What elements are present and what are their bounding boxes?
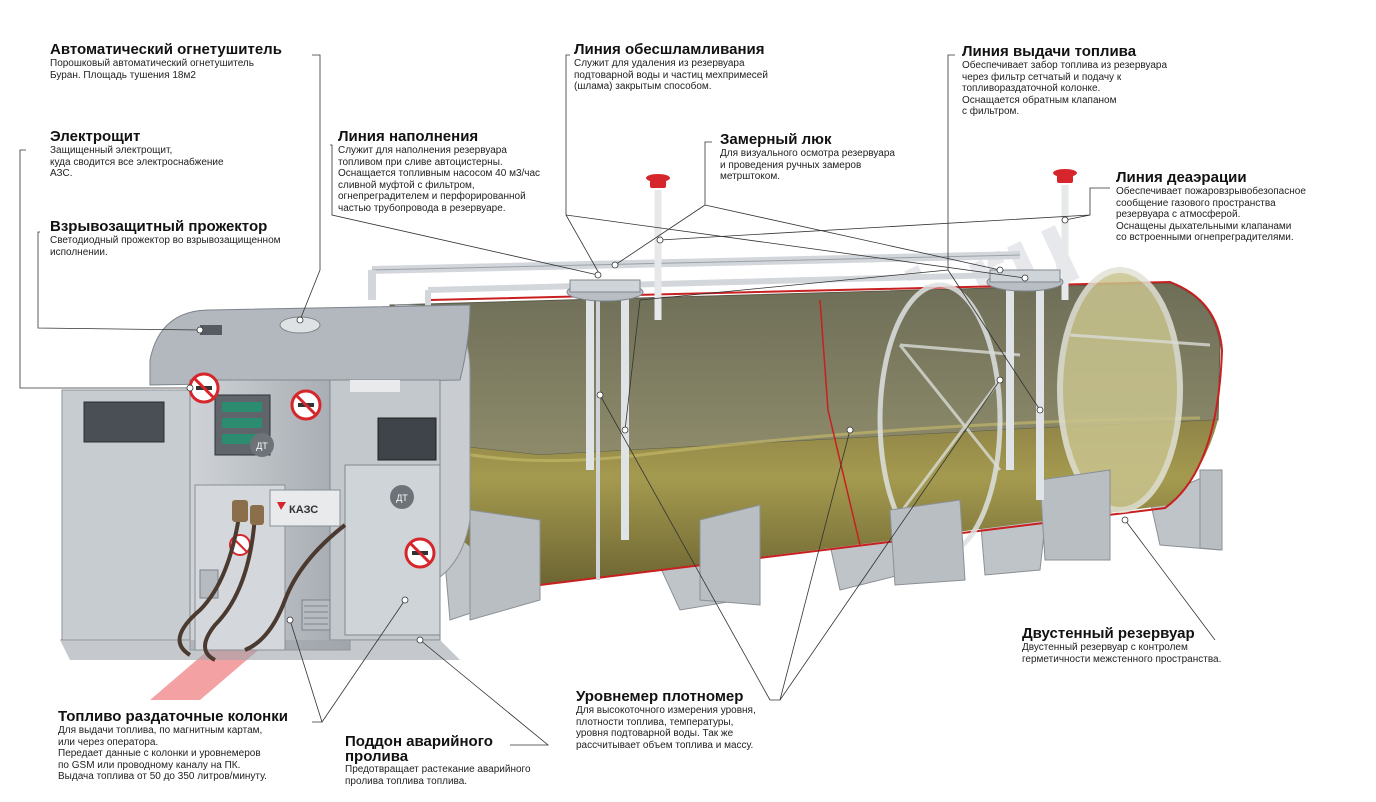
label-desc: Обеспечивает забор топлива из резервуара… (962, 60, 1168, 117)
label-dispense-line: Линия выдачи топлива Обеспечивает забор … (962, 43, 1167, 118)
leader-lines (19, 54, 1216, 746)
label-title: Поддон аварийного пролива (345, 733, 493, 765)
label-deaeration-line: Линия деаэрации Обеспечивает пожаровзрыв… (1116, 169, 1306, 244)
label-desc: Служит для удаления из резервуара подтов… (574, 58, 768, 92)
label-title: Замерный люк (720, 131, 832, 148)
label-desludge-line: Линия обесшламливания Служит для удалени… (574, 41, 768, 93)
label-desc: Служит для наполнения резервуара топливо… (338, 145, 541, 214)
label-title: Электрощит (50, 128, 141, 145)
floodlight-device (200, 325, 222, 335)
fuel-tag-left: ДТ (256, 441, 268, 451)
leader-dots (186, 216, 1129, 644)
label-title: Автоматический огнетушитель (50, 41, 282, 58)
hoses (177, 509, 347, 662)
label-title: Двустенный резервуар (1022, 625, 1195, 642)
label-electric-panel: Электрощит Защищенный электрощит, куда с… (50, 128, 224, 180)
brand-logo: КАЗС (289, 504, 318, 516)
nozzles (232, 500, 264, 525)
label-title: Линия обесшламливания (574, 41, 765, 58)
label-extinguisher: Автоматический огнетушитель Порошковый а… (50, 41, 282, 81)
label-desc: Для визуального осмотра резервуара и про… (720, 148, 895, 182)
label-title: Взрывозащитный прожектор (50, 218, 268, 235)
label-desc: Для выдачи топлива, по магнитным картам,… (58, 725, 267, 782)
label-double-wall-tank: Двустенный резервуар Двустенный резервуа… (1022, 625, 1221, 665)
label-desc: Для высокоточного измерения уровня, плот… (576, 705, 756, 751)
label-fill-line: Линия наполнения Служит для наполнения р… (338, 128, 540, 214)
tank (389, 267, 1224, 621)
label-desc: Порошковый автоматический огнетушитель Б… (50, 58, 254, 81)
breathing-valves (646, 169, 1077, 188)
label-desc: Защищенный электрощит, куда сводится все… (50, 145, 224, 179)
label-floodlight: Взрывозащитный прожектор Светодиодный пр… (50, 218, 281, 258)
label-title: Топливо раздаточные колонки (58, 708, 288, 725)
label-dispensers: Топливо раздаточные колонки Для выдачи т… (58, 708, 288, 783)
label-desc: Двустенный резервуар с контролем гермети… (1022, 642, 1222, 665)
no-smoking-signs (188, 372, 436, 569)
label-title: Линия деаэрации (1116, 169, 1247, 186)
fuel-tag-right: ДТ (396, 493, 408, 503)
label-title: Уровнемер плотномер (576, 688, 744, 705)
label-title: Линия выдачи топлива (962, 43, 1137, 60)
label-spill-tray: Поддон аварийного пролива Предотвращает … (345, 733, 531, 787)
label-title: Линия наполнения (338, 128, 479, 145)
label-measure-hatch: Замерный люк Для визуального осмотра рез… (720, 131, 895, 183)
label-level-gauge: Уровнемер плотномер Для высокоточного из… (576, 688, 756, 751)
pipes (368, 185, 1069, 580)
label-desc: Светодиодный прожектор во взрывозащищенн… (50, 235, 281, 258)
label-desc: Обеспечивает пожаровзрывобезопасное сооб… (1116, 186, 1306, 243)
label-desc: Предотвращает растекание аварийного прол… (345, 764, 531, 787)
